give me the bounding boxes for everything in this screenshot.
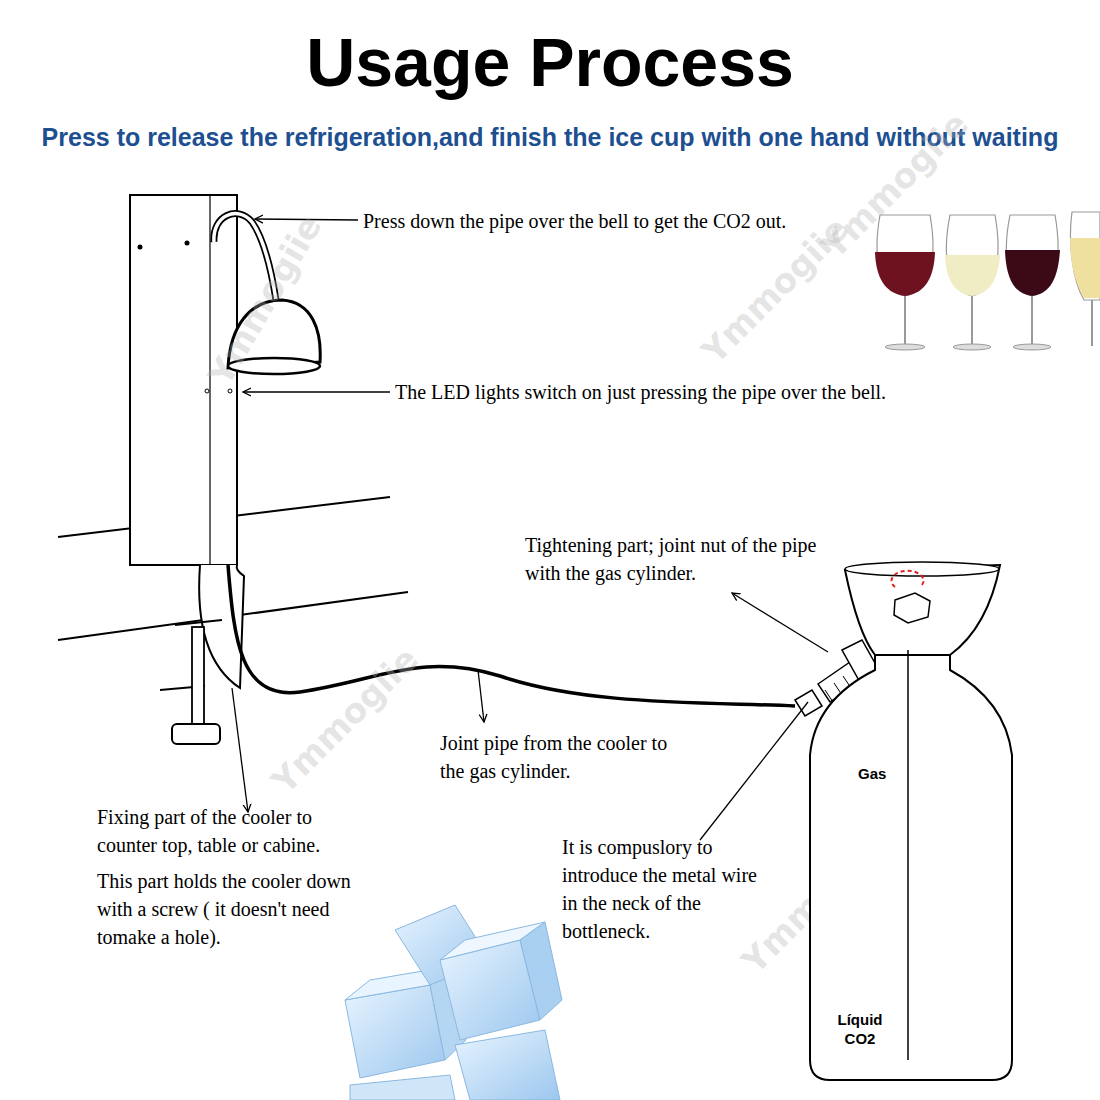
wine [1070, 238, 1100, 298]
pipe-nut [795, 690, 822, 716]
wine [945, 255, 1000, 296]
glass-base [885, 344, 925, 350]
ice-cube [345, 985, 445, 1078]
screw-dot [185, 241, 190, 246]
clamp-pad [175, 620, 222, 625]
callout-note: This part holds the cooler down with a s… [97, 867, 372, 951]
glass-bowl [1071, 212, 1100, 300]
callout-note: The LED lights switch on just pressing t… [395, 378, 1015, 406]
ice-cubes [345, 905, 562, 1100]
glass-stem [1091, 300, 1093, 346]
glass-stem [904, 296, 906, 346]
callout-note: Tightening part; joint nut of the pipe w… [525, 531, 830, 587]
ice-reflection [350, 1075, 455, 1100]
diagram-title: Usage Process [0, 22, 1100, 102]
clamp-screw [192, 627, 204, 725]
cylinder-rim [845, 562, 999, 576]
wine-glasses [875, 212, 1100, 350]
rotation-mark [892, 571, 924, 587]
cylinder-shape [810, 565, 1012, 1080]
ice-cube [455, 1030, 560, 1100]
screw-handle [172, 724, 220, 744]
ice-cube [520, 922, 562, 1020]
callout-note: It is compuslory to introduce the metal … [562, 833, 762, 945]
leader-arrow [232, 688, 248, 812]
valve-knob [894, 593, 930, 623]
callout-note: Fixing part of the cooler to counter top… [97, 803, 372, 859]
wine [875, 252, 935, 296]
screw-dot [138, 245, 143, 250]
glass-stem [971, 296, 973, 346]
led-dot [205, 389, 209, 393]
dip-tube [907, 650, 909, 1060]
callout-note: Joint pipe from the cooler to the gas cy… [440, 729, 695, 785]
cooler-edge [209, 195, 210, 565]
watermark: Ymmogiie [264, 639, 426, 801]
leader-arrow [478, 670, 484, 722]
liquid-label: Líquid CO2 [828, 1010, 892, 1048]
glass-base [953, 344, 991, 350]
gas-cylinder: GasLíquid CO2 [800, 555, 1025, 1090]
wine [1005, 250, 1060, 296]
glass-stem [1031, 296, 1033, 346]
cylinder-outline [800, 555, 1025, 1090]
clamp [199, 565, 244, 688]
glass-base [1013, 344, 1051, 350]
leader-arrow [732, 593, 828, 652]
joint-pipe [228, 565, 795, 706]
leader-line [700, 702, 808, 840]
gas-label: Gas [858, 765, 918, 783]
leader-arrow [243, 391, 390, 392]
